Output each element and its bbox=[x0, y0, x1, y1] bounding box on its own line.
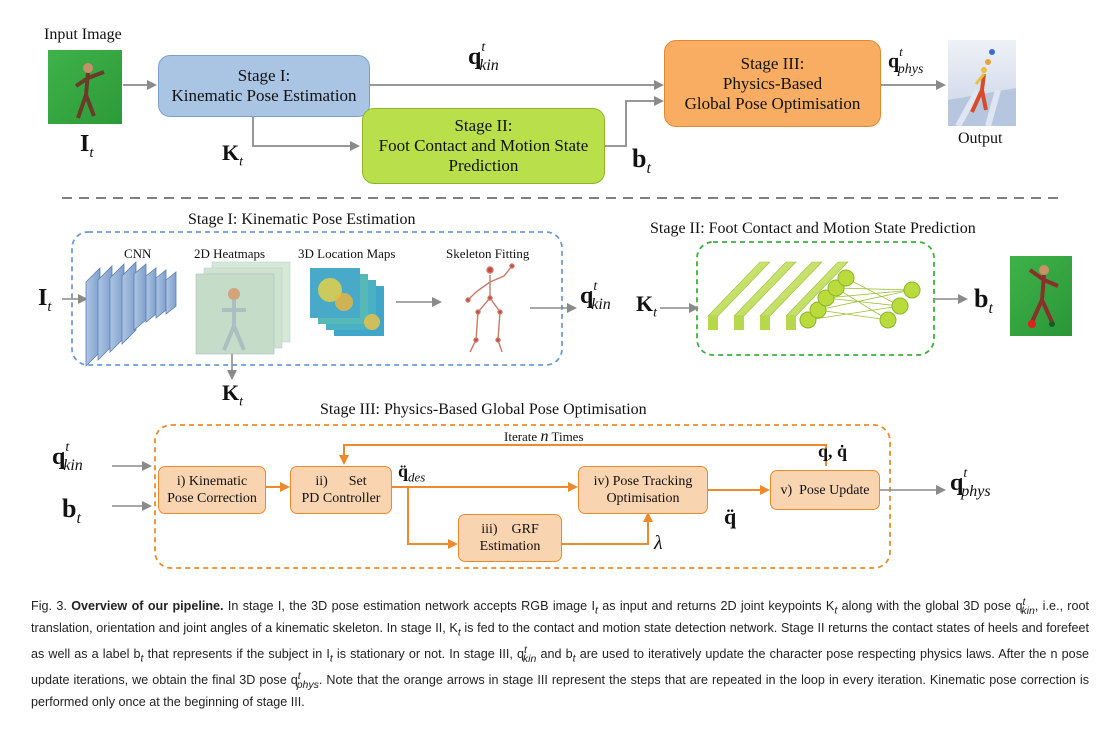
pd-controller-box: ii) Set PD Controller bbox=[290, 466, 392, 514]
cnn-label: CNN bbox=[124, 246, 152, 261]
stage1-output-qkin: qtkin bbox=[580, 279, 611, 313]
lambda-label: λ bbox=[654, 532, 663, 554]
arrow-stage1-to-stage2 bbox=[252, 117, 360, 151]
caption-fig: Fig. 3. bbox=[31, 599, 67, 614]
stage2-output-bt: bt bbox=[974, 284, 993, 318]
stage2-box-line3: Prediction bbox=[448, 156, 519, 175]
qdd-label: q̈ bbox=[724, 504, 737, 529]
arrow-box3-to-box4 bbox=[561, 512, 653, 545]
stage1-container bbox=[71, 231, 563, 366]
iterate-label: Iterate n Times bbox=[504, 428, 584, 445]
output-render bbox=[948, 40, 1016, 126]
caption-s10: . Note that the orange arrows in stage I… bbox=[31, 673, 1090, 710]
output-label: Output bbox=[958, 130, 1003, 147]
stage2-result-image bbox=[1010, 256, 1072, 336]
stage1-box: Stage I: Kinematic Pose Estimation bbox=[158, 55, 370, 117]
stage2-input-kt: Kt bbox=[636, 291, 658, 321]
q-qdot-label: q, q̇ bbox=[818, 441, 848, 461]
pose-update-box: v) Pose Update bbox=[770, 470, 880, 510]
stage3-container bbox=[154, 424, 891, 569]
arrow-stage2-to-stage3 bbox=[603, 96, 664, 147]
box2-line1: ii) Set bbox=[315, 474, 367, 489]
box5-label: v) Pose Update bbox=[780, 482, 870, 498]
caption-s6: that represents if the subject in I bbox=[143, 647, 330, 662]
qdd-des-label: q̈des bbox=[398, 461, 426, 485]
kinematic-correction-box: i) Kinematic Pose Correction bbox=[158, 466, 266, 514]
skeleton-figure bbox=[465, 263, 515, 353]
top-bt: bt bbox=[632, 144, 651, 178]
figure-caption: Fig. 3. Overview of our pipeline. In sta… bbox=[31, 596, 1090, 710]
heatmaps-label: 2D Heatmaps bbox=[194, 246, 266, 261]
stage2-box-line2: Foot Contact and Motion State bbox=[378, 136, 589, 155]
contact-network bbox=[707, 261, 921, 330]
box4-line2: Optimisation bbox=[606, 491, 680, 506]
pose-tracking-box: iv) Pose Tracking Optimisation bbox=[578, 466, 708, 514]
box2-line2: PD Controller bbox=[301, 491, 381, 506]
caption-s2: as input and returns 2D joint keypoints … bbox=[597, 599, 835, 614]
caption-s8: and b bbox=[536, 647, 573, 662]
caption-s5: is fed to the contact and motion state d… bbox=[31, 621, 1089, 662]
stage2-title: Stage II: Foot Contact and Motion State … bbox=[650, 220, 976, 237]
caption-s9: are used to iteratively update the chara… bbox=[31, 647, 1089, 688]
stage3-box-line2: Physics-Based bbox=[722, 73, 823, 93]
stage1-title: Stage I: Kinematic Pose Estimation bbox=[188, 211, 416, 228]
stage3-box-line3: Global Pose Optimisation bbox=[684, 93, 861, 113]
box3-line2: Estimation bbox=[479, 539, 541, 554]
input-image-label: Input Image bbox=[44, 26, 122, 43]
stage3-input-qkin: qtkin bbox=[52, 440, 83, 474]
box1-line2: Pose Correction bbox=[167, 491, 257, 506]
caption-s3: along with the global 3D pose q bbox=[837, 599, 1023, 614]
stage3-title: Stage III: Physics-Based Global Pose Opt… bbox=[320, 401, 647, 418]
location-map-stack bbox=[310, 268, 384, 336]
stage1-box-line1: Stage I: bbox=[237, 66, 291, 85]
cnn-blocks bbox=[85, 261, 177, 367]
stage3-input-bt: bt bbox=[62, 494, 81, 528]
stage1-input-it: It bbox=[38, 285, 52, 315]
caption-title: Overview of our pipeline. bbox=[71, 599, 224, 614]
box1-line1: i) Kinematic bbox=[176, 474, 248, 489]
locmaps-label: 3D Location Maps bbox=[298, 246, 396, 261]
stage2-box: Stage II: Foot Contact and Motion State … bbox=[362, 108, 605, 184]
heatmap-stack bbox=[195, 261, 291, 355]
caption-s1: In stage I, the 3D pose estimation netwo… bbox=[223, 599, 595, 614]
caption-s4: , i.e., root translation, orientation an… bbox=[31, 599, 1090, 636]
stage3-box: Stage III: Physics-Based Global Pose Opt… bbox=[664, 40, 881, 127]
input-image bbox=[48, 50, 122, 124]
skeleton-label: Skeleton Fitting bbox=[446, 246, 530, 261]
top-qphys: qtphys bbox=[888, 44, 924, 77]
stage1-output-kt: Kt bbox=[222, 380, 244, 410]
input-symbol-it: It bbox=[80, 131, 94, 161]
stage1-box-line2: Kinematic Pose Estimation bbox=[171, 86, 357, 105]
top-kt: Kt bbox=[222, 140, 244, 170]
stage2-box-line1: Stage II: bbox=[454, 116, 513, 135]
caption-s7: is stationary or not. In stage III, q bbox=[332, 647, 524, 662]
arrow-loop-back bbox=[339, 444, 827, 466]
box3-line1: iii) GRF bbox=[481, 522, 539, 537]
stage3-box-line1: Stage III: bbox=[740, 53, 805, 73]
grf-estimation-box: iii) GRF Estimation bbox=[458, 514, 562, 562]
top-qkin: qtkin bbox=[468, 40, 499, 74]
box4-line1: iv) Pose Tracking bbox=[593, 474, 693, 489]
arrow-box2-to-box3 bbox=[407, 487, 458, 549]
stage3-output-qphys: qtphys bbox=[950, 466, 991, 500]
